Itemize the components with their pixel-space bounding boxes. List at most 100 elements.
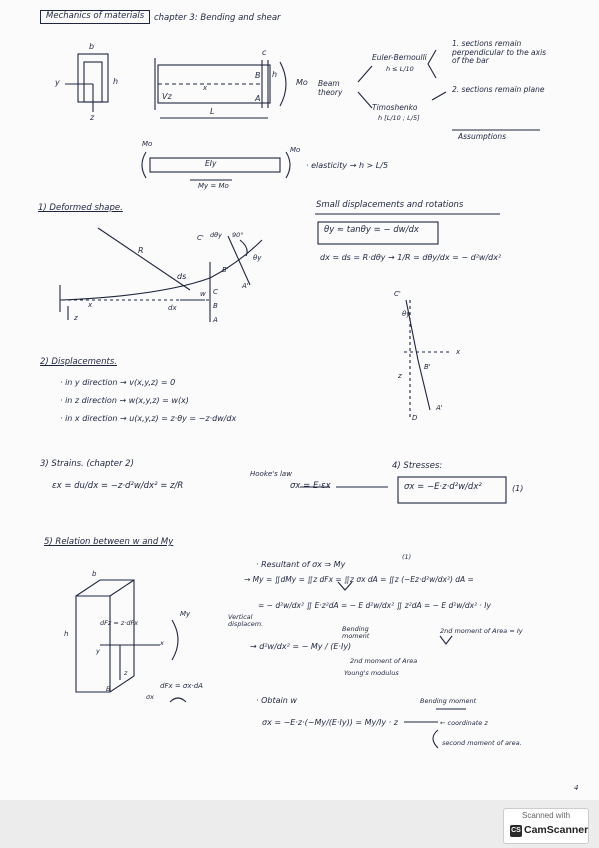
cube-sigma: σx <box>146 693 154 701</box>
beam2-body <box>149 157 281 173</box>
s1-z: z <box>74 314 78 322</box>
page-number: 4 <box>574 784 579 792</box>
s1-b1: B' <box>222 266 229 274</box>
arrow-euler <box>357 65 373 83</box>
beam-a-label: A <box>255 94 261 103</box>
cube-small-arrow <box>169 697 187 703</box>
camscanner-badge: Scanned with CS CamScanner <box>503 808 589 844</box>
cube-z: z <box>124 669 128 677</box>
eq-marker-2 <box>439 635 453 645</box>
section-rotated <box>227 235 251 286</box>
sketches <box>59 49 540 749</box>
small-eq1: θy ≈ tanθy = − dw/dx <box>324 225 419 235</box>
course-title: Mechanics of materials <box>40 10 151 24</box>
s1-ds: ds <box>177 272 187 281</box>
chapter-title: chapter 3: Bending and shear <box>154 13 281 23</box>
small-x: x <box>456 348 461 356</box>
s5-bending: Bending moment <box>342 625 370 641</box>
cube-bpt: B <box>106 685 111 693</box>
beam2-mo-right: Mo <box>290 146 301 154</box>
cube-edge-2 <box>109 579 135 597</box>
camscanner-brand: CamScanner <box>524 824 589 836</box>
rot-section-bottom <box>417 359 431 411</box>
small-z: z <box>398 372 402 380</box>
s5-resultant: · Resultant of σx ⇒ My <box>256 560 346 569</box>
stress-box <box>397 476 507 504</box>
theta-arc <box>239 239 248 257</box>
sec-h-label: h <box>113 77 119 86</box>
cube-outline <box>75 579 135 693</box>
beam-theory: Beam theory <box>318 79 343 97</box>
small-title: Small displacements and rotations <box>316 200 464 210</box>
beam-h-label: h <box>272 70 278 79</box>
timo-cond: h [L/10 ; L/5] <box>378 114 420 122</box>
radius-line <box>97 227 191 291</box>
beam2-moment-left <box>141 151 147 179</box>
assumption-2: 2. sections remain plane <box>452 85 545 94</box>
beam2-eiy: EIy <box>205 159 217 168</box>
s5-eq-my: → My = ∬dMy = ∬z dFx = ∬z σx dA = ∬z (−E… <box>244 575 474 584</box>
small-a1: A' <box>436 404 443 412</box>
beam-moment-arc <box>279 61 287 107</box>
s5-title: 5) Relation between w and My <box>44 537 174 547</box>
euler-cond: h ≤ L/10 <box>386 65 414 73</box>
euler-label: Euler-Bernoulli <box>372 53 427 62</box>
sec-b-label: b <box>89 42 95 51</box>
sec-z-label: z <box>90 113 95 122</box>
s4-eq: σx = −E·z·d²w/dx² <box>404 482 482 492</box>
cube-b: b <box>92 570 97 578</box>
s1-c: C <box>213 288 218 296</box>
s5-second: second moment of area. <box>442 739 522 747</box>
s1-thetay: θy <box>253 254 262 262</box>
s1-b: B <box>213 302 218 310</box>
s1-r: R <box>138 246 144 255</box>
s1-ninety: 90° <box>232 231 244 239</box>
beam-mo-label: Mo <box>296 78 308 87</box>
beam-b-label: B <box>255 71 261 80</box>
small-c1: C' <box>394 290 401 298</box>
cube-h: h <box>64 630 69 638</box>
small-b1: B' <box>424 363 431 371</box>
eq1-box <box>317 221 439 245</box>
beam-vz-label: Vz <box>162 92 172 101</box>
s5-area2: 2nd moment of Area <box>350 657 418 665</box>
s2-line2: · in z direction → w(x,y,z) = w(x) <box>60 396 189 405</box>
timo-label: Timoshenko <box>372 103 418 112</box>
beam-c-label: c <box>262 48 267 57</box>
eq-marker-1 <box>337 581 353 591</box>
s3-eq: εx = du/dx = −z·d²w/dx² = z/R <box>52 481 184 491</box>
cube-y: y <box>96 647 100 655</box>
scanned-with-label: Scanned with <box>521 811 571 820</box>
s4-number: (1) <box>512 484 524 493</box>
s5-eq-sigma: σx = −E·z·(−My/(E·Iy)) = My/Iy · z <box>262 718 398 727</box>
s5-coord: ← coordinate z <box>440 719 488 727</box>
beam2-my: My = Mo <box>198 182 229 190</box>
cube-my: My <box>180 610 191 618</box>
s5-eq-iy: = − d²w/dx² ∬ E·z²dA = − E d²w/dx² ∬ z²d… <box>258 601 491 610</box>
s3-title: 3) Strains. (chapter 2) <box>40 459 134 469</box>
s5-obtain: · Obtain w <box>256 696 297 705</box>
s5-vertical: Vertical displacem. <box>228 613 264 629</box>
beam2-mo-left: Mo <box>142 140 153 148</box>
camscanner-logo-icon: CS <box>510 825 522 837</box>
elasticity: · elasticity → h > L/5 <box>306 161 389 170</box>
arrow-timo <box>357 91 373 109</box>
s4-title: 4) Stresses: <box>392 461 443 471</box>
sec-y-label: y <box>55 78 60 87</box>
s1-dtheta: dθy <box>210 231 222 239</box>
s2-line1: · in y direction → v(x,y,z) = 0 <box>60 378 176 387</box>
s1-title: 1) Deformed shape. <box>38 203 123 213</box>
s5-bm2: Bending moment <box>420 697 477 705</box>
small-eq2: dx ≃ ds = R·dθy → 1/R = dθy/dx = − d²w/d… <box>320 253 502 262</box>
brace-assumptions <box>427 49 437 79</box>
arrow-bending <box>432 729 439 749</box>
cube-moment-arc <box>171 619 179 661</box>
small-theta: θy <box>402 310 411 318</box>
s1-a1: A' <box>242 282 249 290</box>
notebook-page: Mechanics of materials chapter 3: Bendin… <box>0 0 599 800</box>
assumption-1: 1. sections remain perpendicular to the … <box>452 39 547 66</box>
small-d: D <box>412 414 418 422</box>
beam-l-label: L <box>210 107 215 116</box>
cube-x: x <box>160 639 164 647</box>
s1-dx: dx <box>168 304 177 312</box>
